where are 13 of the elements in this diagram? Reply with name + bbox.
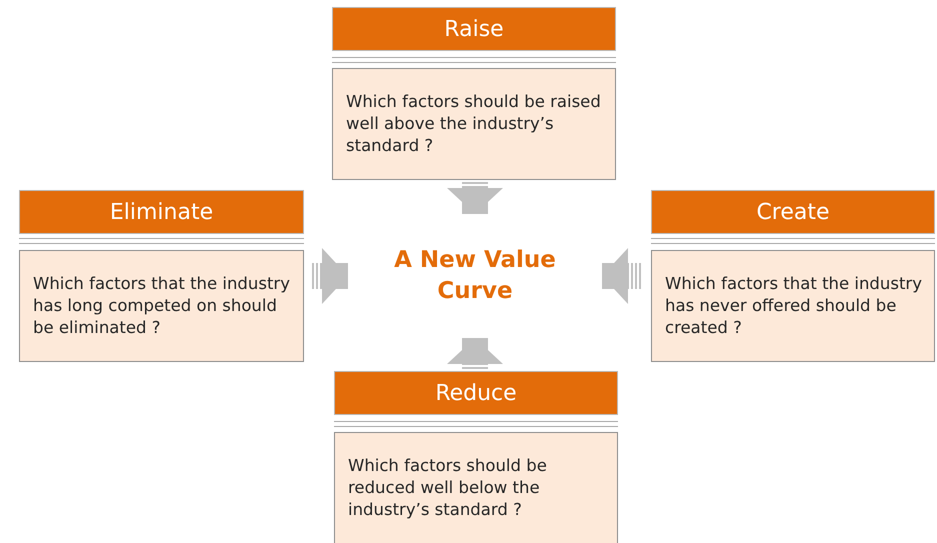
- block-arrow: [602, 248, 641, 304]
- block-arrow: [312, 248, 348, 304]
- center-title: A New Value Curve: [372, 240, 578, 312]
- section-header: Create: [651, 190, 935, 234]
- question-box: Which factors should be reduced well below the industry’s standard ?: [334, 432, 618, 543]
- question-box: Which factors that the industry has never offered should be created ?: [651, 250, 935, 362]
- section-header: Raise: [332, 7, 616, 51]
- section-header: Eliminate: [19, 190, 304, 234]
- question-box: Which factors that the industry has long competed on should be eliminated ?: [19, 250, 304, 362]
- block-arrow: [447, 182, 503, 214]
- block-arrow: [447, 338, 503, 369]
- section-header: Reduce: [334, 371, 618, 415]
- question-box: Which factors should be raised well above the industry’s standard ?: [332, 68, 616, 180]
